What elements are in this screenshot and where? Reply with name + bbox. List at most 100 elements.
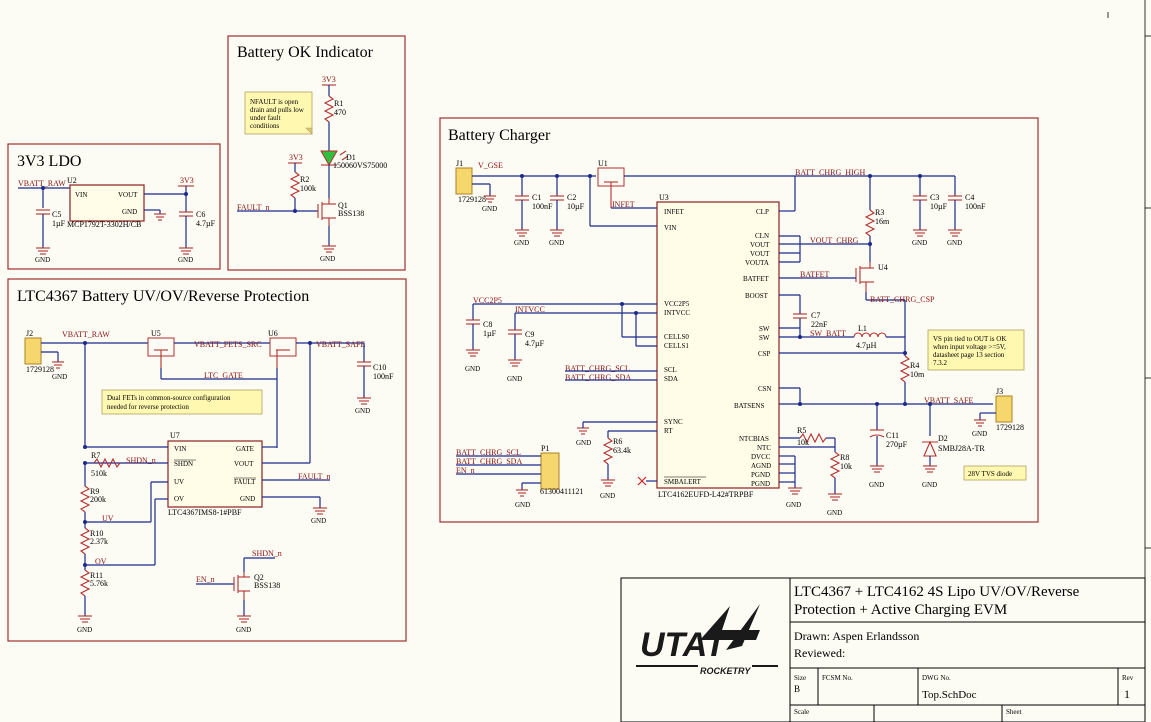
d2-val: SMBJ28A-TR bbox=[938, 444, 985, 453]
j1-ref: J1 bbox=[456, 159, 463, 168]
c10-ref: C10 bbox=[373, 363, 386, 372]
gnd-label: GND bbox=[600, 492, 615, 500]
gnd-label: GND bbox=[549, 239, 564, 247]
gnd-label: GND bbox=[311, 517, 326, 525]
tvs-note-text: 28V TVS diode bbox=[968, 470, 1012, 478]
gnd-label: GND bbox=[482, 205, 497, 213]
gnd-symbol bbox=[601, 479, 615, 487]
c6-ref: C6 bbox=[196, 210, 205, 219]
size-label: Size bbox=[794, 674, 806, 682]
r4-resistor bbox=[899, 355, 911, 383]
r7-val: 510k bbox=[91, 469, 107, 478]
c9-val: 4.7µF bbox=[525, 339, 545, 348]
net-3v3-r2: 3V3 bbox=[289, 153, 303, 162]
gnd-symbol bbox=[78, 615, 92, 623]
net-intvcc: INTVCC bbox=[515, 305, 545, 314]
battery-ok-frame bbox=[227, 35, 406, 271]
scale-label: Scale bbox=[794, 708, 809, 716]
ldo-frame bbox=[7, 143, 221, 270]
gnd-symbol bbox=[550, 229, 564, 237]
net-vbatt-safe-chg: VBATT_SAFE bbox=[924, 396, 973, 405]
vs-note-line-3: datasheet page 13 section bbox=[933, 351, 1005, 359]
gnd-symbol bbox=[36, 247, 50, 255]
r3-resistor bbox=[864, 209, 876, 237]
net-ov: OV bbox=[95, 557, 107, 566]
u7-pin-gnd: GND bbox=[240, 495, 255, 503]
u3-pin-pgnd-2: PGND bbox=[751, 480, 770, 488]
net-fault-n-prot: FAULT_n bbox=[298, 472, 330, 481]
gnd-symbol bbox=[515, 229, 529, 237]
u3-pin-boost: BOOST bbox=[745, 292, 769, 300]
r5-resistor bbox=[799, 432, 827, 444]
u3-pin-sw-2: SW bbox=[759, 334, 770, 342]
d2-ref: D2 bbox=[938, 434, 948, 443]
u3-pin-sw-1: SW bbox=[759, 325, 770, 333]
net-batt-chrg-high: BATT_CHRG_HIGH bbox=[795, 168, 865, 177]
c8-ref: C8 bbox=[483, 320, 492, 329]
net-infet: INFET bbox=[612, 200, 635, 209]
c2-val: 10µF bbox=[567, 202, 585, 211]
q2-val: BSS138 bbox=[254, 581, 280, 590]
u3-val: LTC4162EUFD-L42#TRPBF bbox=[658, 490, 754, 499]
title-line-1: LTC4367 + LTC4162 4S Lipo UV/OV/Reverse bbox=[794, 584, 1080, 600]
net-vout-chrg: VOUT_CHRG bbox=[810, 236, 859, 245]
ldo-section: 3V3 LDO VBATT_RAW VIN VOUT GND U2 MCP179… bbox=[7, 143, 221, 270]
u7-pin-fault: FAULT bbox=[234, 478, 256, 486]
nfault-note-line-1: NFAULT is open bbox=[250, 98, 299, 106]
net-uv: UV bbox=[102, 514, 114, 523]
j2-connector bbox=[24, 337, 42, 365]
r9-ref: R9 bbox=[90, 487, 99, 496]
p1-val: 61300411121 bbox=[540, 487, 583, 496]
u2-val: MCP1792T-3302H/CB bbox=[67, 220, 141, 229]
q1-ref: Q1 bbox=[338, 201, 348, 210]
vs-note-line-4: 7.3.2 bbox=[933, 359, 948, 367]
dwg-label: DWG No. bbox=[922, 674, 951, 682]
logo-sub-text: ROCKETRY bbox=[700, 666, 751, 676]
j1-val: 1729128 bbox=[458, 195, 486, 204]
gnd-label: GND bbox=[972, 430, 987, 438]
title-block: UTAT ROCKETRY LTC4367 + LTC4162 4S Lipo … bbox=[620, 577, 1146, 722]
gnd-symbol bbox=[828, 493, 842, 501]
u7-pin-ov: OV bbox=[174, 495, 184, 503]
net-vbatt-fets-src: VBATT_FETS_SRC bbox=[194, 340, 262, 349]
u3-pin-dvcc: DVCC bbox=[751, 453, 771, 461]
net-sw-batt: SW_BATT bbox=[810, 329, 846, 338]
gnd-symbol bbox=[788, 487, 802, 495]
u3-pin-csn: CSN bbox=[758, 385, 772, 393]
nfault-note-line-3: under fault bbox=[250, 114, 281, 122]
gnd-label: GND bbox=[947, 239, 962, 247]
gnd-label: GND bbox=[178, 256, 193, 264]
r4-ref: R4 bbox=[910, 361, 919, 370]
u7-ref: U7 bbox=[170, 431, 180, 440]
gnd-label: GND bbox=[514, 239, 529, 247]
rev-value: 1 bbox=[1124, 687, 1130, 701]
d1-ref: D1 bbox=[346, 153, 356, 162]
r7-resistor bbox=[93, 457, 121, 469]
u3-pin-csp: CSP bbox=[758, 350, 771, 358]
net-fault-n-q1: FAULT_n bbox=[237, 203, 269, 212]
r10-ref: R10 bbox=[90, 529, 103, 538]
gnd-label: GND bbox=[515, 501, 530, 509]
u3-ltc4162-ic bbox=[656, 201, 780, 489]
net-scl-p1: BATT_CHRG_SCL bbox=[456, 448, 521, 457]
u3-pin-pgnd-1: PGND bbox=[751, 471, 770, 479]
gnd-label: GND bbox=[52, 373, 67, 381]
c3-ref: C3 bbox=[930, 193, 939, 202]
j2-ref: J2 bbox=[26, 329, 33, 338]
vs-pin-note bbox=[927, 329, 1025, 371]
nfault-note bbox=[244, 91, 313, 135]
u4-ref: U4 bbox=[878, 263, 888, 272]
u3-pin-infet: INFET bbox=[664, 208, 685, 216]
q1-val: BSS138 bbox=[338, 209, 364, 218]
gnd-label: GND bbox=[507, 375, 522, 383]
charger-frame bbox=[439, 117, 1039, 523]
size-value: B bbox=[794, 684, 800, 694]
d1-led-icon bbox=[320, 150, 338, 167]
gnd-symbol bbox=[508, 359, 522, 367]
gnd-symbol bbox=[870, 465, 884, 473]
gnd-symbol bbox=[923, 465, 937, 473]
r3-ref: R3 bbox=[875, 208, 884, 217]
r9-val: 200k bbox=[90, 495, 106, 504]
